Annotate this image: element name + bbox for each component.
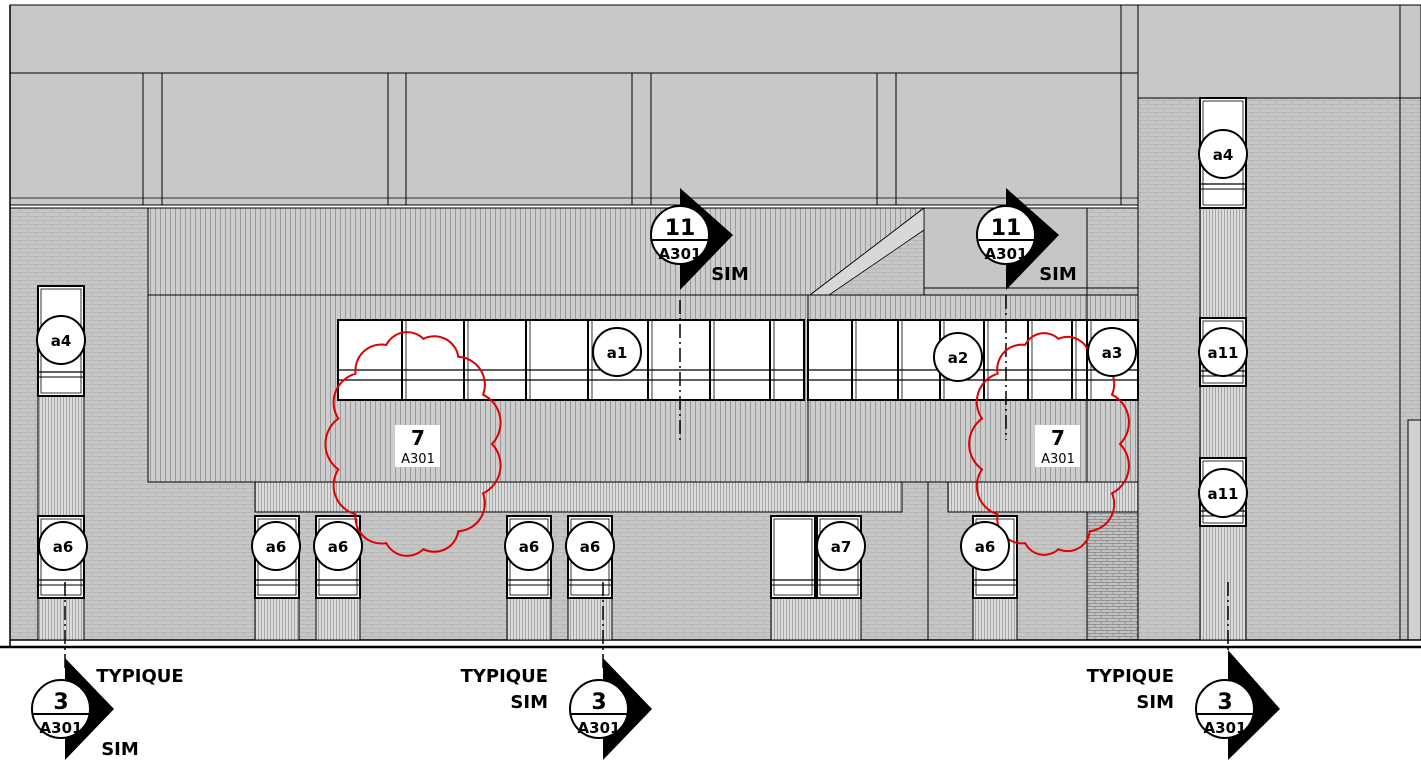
roof-parapet xyxy=(9,4,1421,206)
tag-label: a2 xyxy=(948,349,969,367)
tag-label: a11 xyxy=(1208,344,1239,362)
section-number: 3 xyxy=(1217,690,1232,715)
tag-label: a4 xyxy=(51,332,72,350)
detail-callout-left: 7 A301 xyxy=(395,425,440,467)
section-sheet: A301 xyxy=(985,245,1028,263)
window-tag-a1: a1 xyxy=(592,327,642,377)
tag-label: a6 xyxy=(519,538,540,556)
section-sheet: A301 xyxy=(1204,719,1247,737)
section-note: SIM xyxy=(101,739,139,760)
section-note: SIM xyxy=(510,692,548,713)
window-tag-a7: a7 xyxy=(816,521,866,571)
tag-label: a6 xyxy=(580,538,601,556)
section-note: SIM xyxy=(1136,692,1174,713)
tag-label: a4 xyxy=(1213,146,1234,164)
detail-number: 7 xyxy=(1051,426,1065,450)
section-sheet: A301 xyxy=(659,245,702,263)
window-tag-a6: a6 xyxy=(251,521,301,571)
detail-sheet: A301 xyxy=(401,452,435,467)
window-tag-a4-right: a4 xyxy=(1198,129,1248,179)
window-tag-a6: a6 xyxy=(565,521,615,571)
tag-label: a6 xyxy=(328,538,349,556)
window-tag-a4-left: a4 xyxy=(36,315,86,365)
section-number: 11 xyxy=(991,216,1022,241)
detail-callout-right: 7 A301 xyxy=(1035,425,1080,467)
window-tag-a11-lower: a11 xyxy=(1198,468,1248,518)
revision-cloud-left xyxy=(324,331,502,557)
detail-sheet: A301 xyxy=(1041,452,1075,467)
section-number: 11 xyxy=(665,216,696,241)
window-tag-a6: a6 xyxy=(504,521,554,571)
section-marker-upper-right: 11 A301 SIM xyxy=(976,188,1077,290)
window-tag-a6: a6 xyxy=(960,521,1010,571)
window-tag-a6: a6 xyxy=(313,521,363,571)
typique-label: TYPIQUE xyxy=(461,666,548,687)
section-number: 3 xyxy=(53,690,68,715)
window-tag-a3: a3 xyxy=(1087,327,1137,377)
section-marker-bottom-right: 3 A301 TYPIQUE SIM xyxy=(1087,650,1280,760)
section-number: 3 xyxy=(591,690,606,715)
window-tag-a11-upper: a11 xyxy=(1198,327,1248,377)
window-tag-a2: a2 xyxy=(933,332,983,382)
tag-label: a11 xyxy=(1208,485,1239,503)
section-note: SIM xyxy=(711,264,749,285)
detail-number: 7 xyxy=(411,426,425,450)
section-cut-lines xyxy=(64,295,1229,668)
typique-label: TYPIQUE xyxy=(1087,666,1174,687)
tag-label: a7 xyxy=(831,538,852,556)
ground-line xyxy=(0,5,1421,649)
typique-label: TYPIQUE xyxy=(96,666,183,687)
section-marker-bottom-left: 3 A301 TYPIQUE SIM xyxy=(31,658,184,760)
tag-label: a6 xyxy=(53,538,74,556)
window-tag-a6: a6 xyxy=(38,521,88,571)
canopy-band xyxy=(254,481,1139,640)
section-sheet: A301 xyxy=(40,719,83,737)
section-marker-bottom-middle: 3 A301 TYPIQUE SIM xyxy=(461,658,652,760)
tag-label: a3 xyxy=(1102,344,1123,362)
section-note: SIM xyxy=(1039,264,1077,285)
section-sheet: A301 xyxy=(578,719,621,737)
section-marker-upper-left: 11 A301 SIM xyxy=(650,188,749,290)
tag-label: a1 xyxy=(607,344,628,362)
tag-label: a6 xyxy=(975,538,996,556)
tag-label: a6 xyxy=(266,538,287,556)
